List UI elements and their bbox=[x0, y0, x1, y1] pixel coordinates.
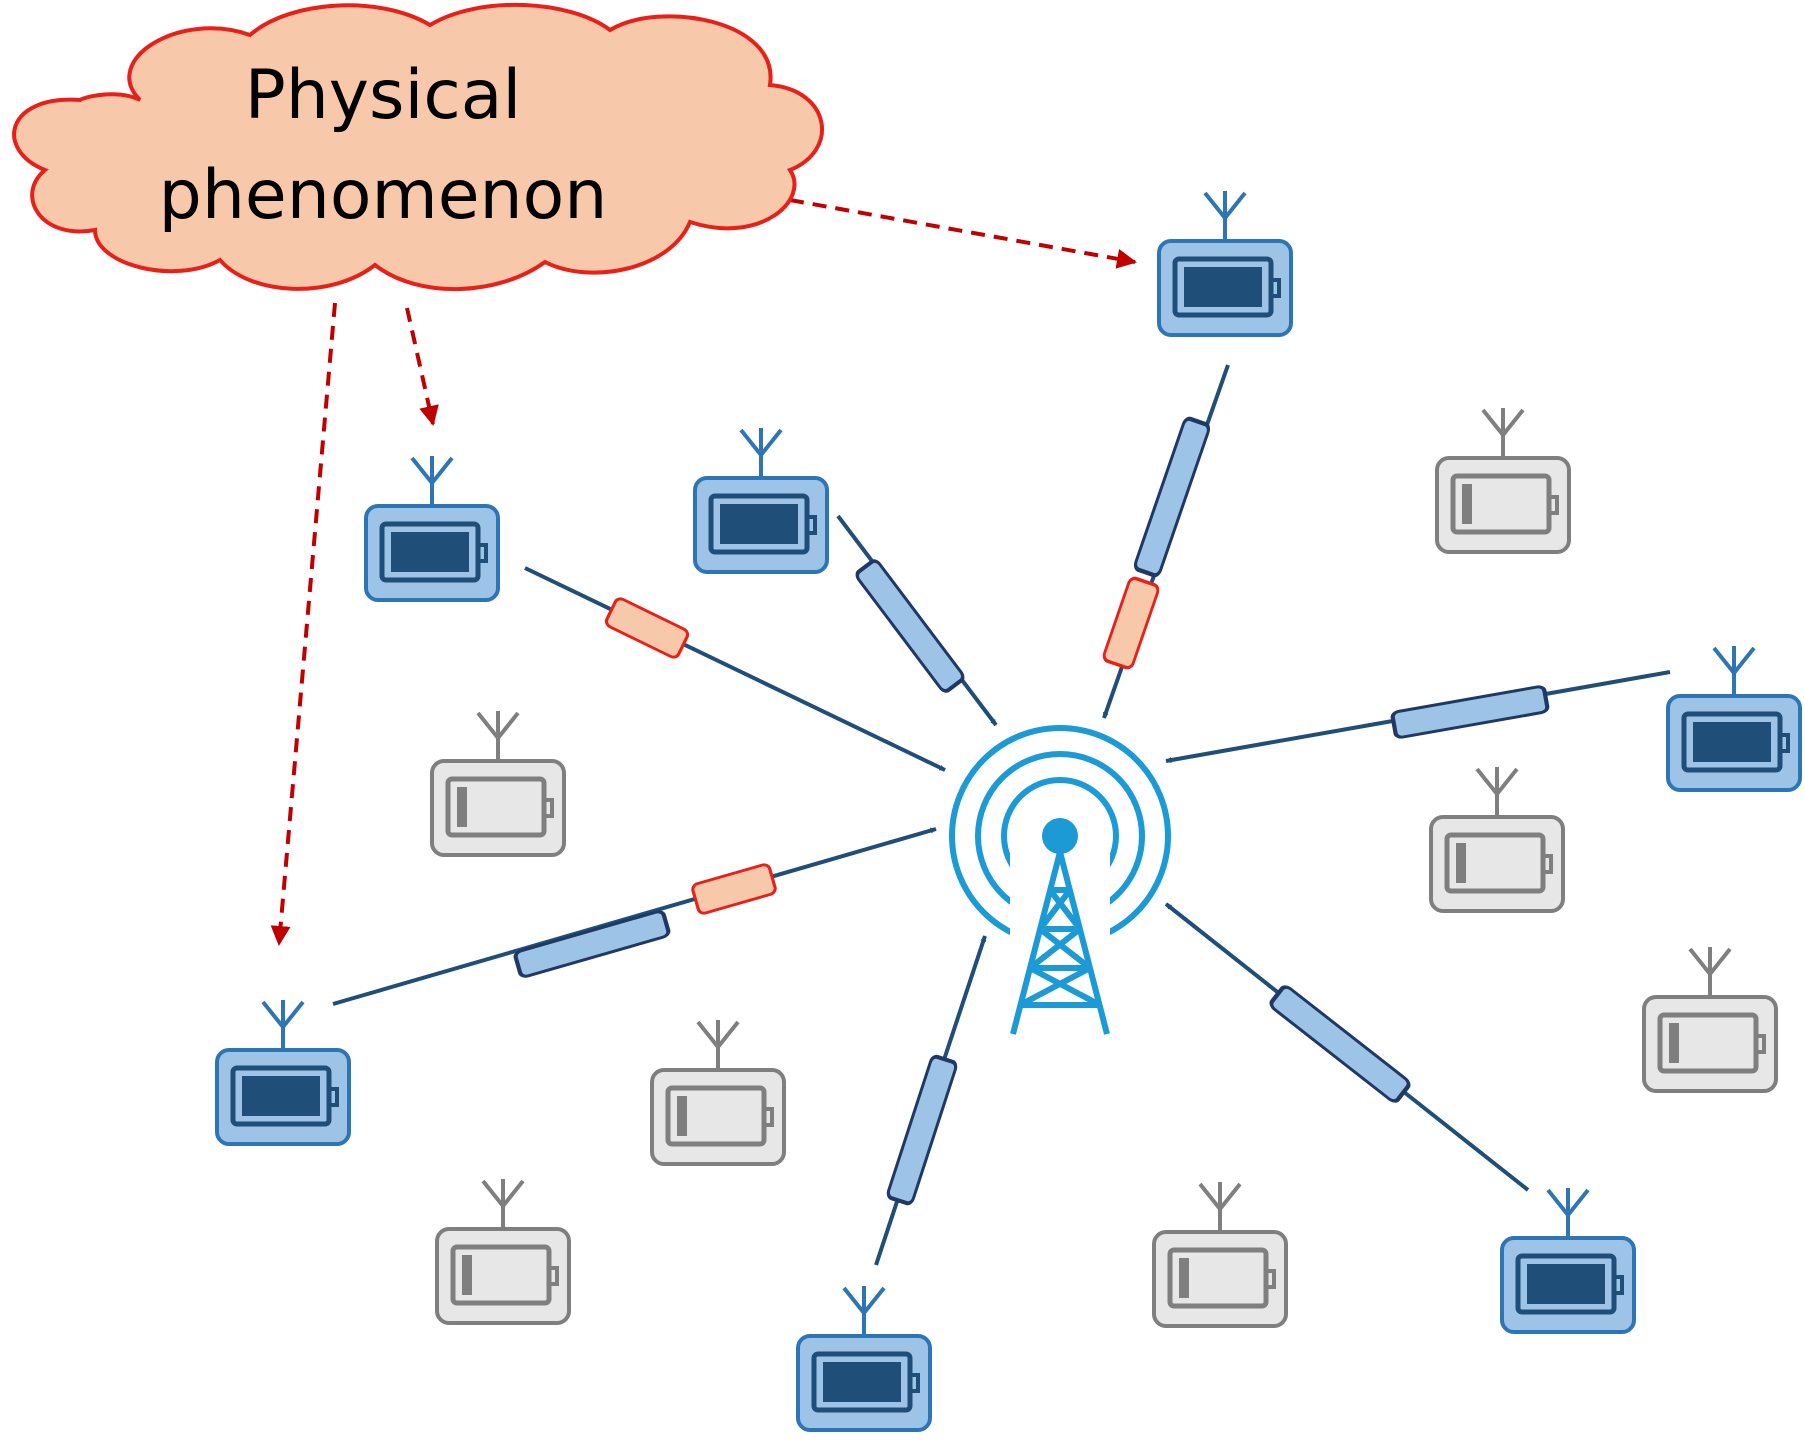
packet-normal bbox=[1134, 417, 1211, 576]
sensing-arrow-top bbox=[789, 198, 1137, 269]
packet-normal bbox=[853, 557, 967, 695]
sensor-node-full-battery-icon bbox=[1502, 1188, 1634, 1332]
packet-normal bbox=[884, 1053, 960, 1207]
sensor-node-full-battery-icon bbox=[1159, 191, 1291, 335]
sensing-arrow-left-lower bbox=[270, 302, 337, 946]
sensor-node-low-battery-icon bbox=[1431, 767, 1563, 911]
sensor-node-low-battery-icon bbox=[437, 1179, 569, 1323]
cell-tower-icon bbox=[949, 725, 1171, 1040]
packet-alert bbox=[689, 861, 779, 917]
sensor-node-full-battery-icon bbox=[798, 1286, 930, 1430]
packet-alert bbox=[602, 595, 692, 661]
cloud-label-line2: phenomenon bbox=[159, 156, 608, 235]
packet-alert bbox=[1100, 575, 1162, 671]
sensor-node-full-battery-icon bbox=[1668, 646, 1800, 790]
sensor-node-low-battery-icon bbox=[1644, 947, 1776, 1091]
sensor-node-low-battery-icon bbox=[652, 1020, 784, 1164]
packet-normal bbox=[1392, 686, 1548, 738]
sensor-node-full-battery-icon bbox=[695, 428, 827, 572]
link-left-upper bbox=[524, 566, 946, 772]
sensor-node-full-battery-icon bbox=[217, 1000, 349, 1144]
sensor-node-full-battery-icon bbox=[366, 456, 498, 600]
cloud-icon: Physical phenomenon bbox=[12, 2, 825, 291]
sensor-node-low-battery-icon bbox=[1154, 1182, 1286, 1326]
sensing-arrow-left-upper bbox=[405, 307, 439, 426]
sensor-node-low-battery-icon bbox=[1437, 408, 1569, 552]
link-left-lower bbox=[332, 827, 937, 1006]
cloud-shape bbox=[12, 2, 825, 291]
sensor-node-low-battery-icon bbox=[432, 711, 564, 855]
packet-normal bbox=[1267, 982, 1413, 1106]
cloud-label-line1: Physical bbox=[245, 56, 522, 135]
phenomenon-arrows bbox=[270, 198, 1137, 946]
